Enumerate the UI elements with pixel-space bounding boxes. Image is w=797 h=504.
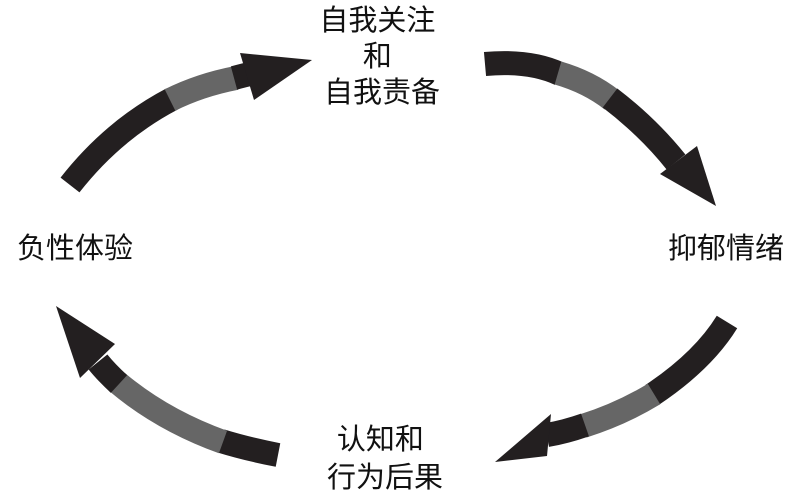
node-cognitive-behavioral-line-1: 认知和 — [337, 422, 424, 456]
arrow-self-focus-to-depressed-mood — [483, 51, 716, 206]
arrow-body-segment-gray — [554, 61, 620, 110]
arrow-head — [240, 53, 312, 100]
arrow-body-segment-dark — [60, 88, 178, 193]
arrow-body-segment-dark — [88, 354, 128, 393]
arrow-consequences-to-negative-experience — [56, 306, 281, 467]
arrow-body-segment-dark — [544, 413, 589, 447]
arrow-body-segment-dark — [483, 51, 566, 86]
node-cognitive-behavioral: 认知和 行为后果 — [327, 422, 443, 494]
arrow-depressed-mood-to-consequences — [495, 315, 738, 462]
arrow-head — [660, 146, 716, 206]
node-cognitive-behavioral-line-2: 行为后果 — [327, 460, 443, 494]
arrow-body-segment-gray — [579, 383, 661, 438]
arrow-body-segment-dark — [645, 315, 738, 405]
node-self-focus-line-3: 自我责备 — [324, 75, 440, 109]
arrow-body-segment-dark — [602, 88, 686, 170]
node-self-focus-line-2: 和 — [363, 39, 392, 73]
arrow-head — [56, 306, 115, 378]
node-self-focus: 自我关注 和 自我责备 — [319, 3, 444, 109]
arrow-body-segment-gray — [164, 66, 239, 111]
arrow-negative-experience-to-self-focus — [60, 53, 312, 193]
arrow-body-segment-gray — [109, 372, 228, 454]
node-self-focus-line-1: 自我关注 — [319, 3, 435, 37]
node-depressed-mood-line-1: 抑郁情绪 — [668, 231, 784, 265]
node-negative-experience: 负性体验 — [17, 231, 133, 265]
arrow-head — [495, 414, 551, 462]
node-depressed-mood: 抑郁情绪 — [668, 231, 784, 265]
node-negative-experience-line-1: 负性体验 — [17, 231, 133, 265]
arrow-body-segment-dark — [217, 429, 281, 467]
